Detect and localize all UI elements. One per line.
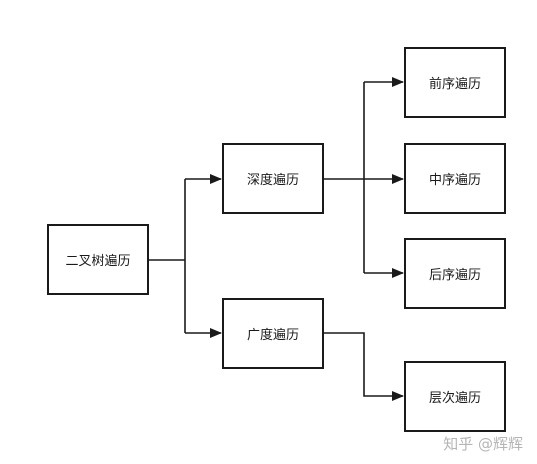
node-inorder-label: 中序遍历	[428, 173, 481, 188]
node-depth-label: 深度遍历	[246, 173, 299, 188]
node-postorder: 后序遍历	[404, 238, 506, 309]
node-depth: 深度遍历	[222, 143, 324, 214]
node-breadth: 广度遍历	[222, 298, 324, 369]
node-level: 层次遍历	[404, 361, 506, 432]
node-inorder: 中序遍历	[404, 143, 506, 214]
edge-breadth-to-level	[323, 332, 404, 401]
node-root-label: 二叉树遍历	[65, 254, 131, 269]
node-postorder-label: 后序遍历	[428, 268, 481, 283]
node-breadth-label: 广度遍历	[246, 328, 299, 343]
node-root: 二叉树遍历	[47, 224, 149, 295]
node-preorder-label: 前序遍历	[428, 77, 481, 92]
node-level-label: 层次遍历	[428, 391, 481, 406]
node-preorder: 前序遍历	[404, 47, 506, 118]
watermark: 知乎 @辉辉	[443, 435, 523, 453]
